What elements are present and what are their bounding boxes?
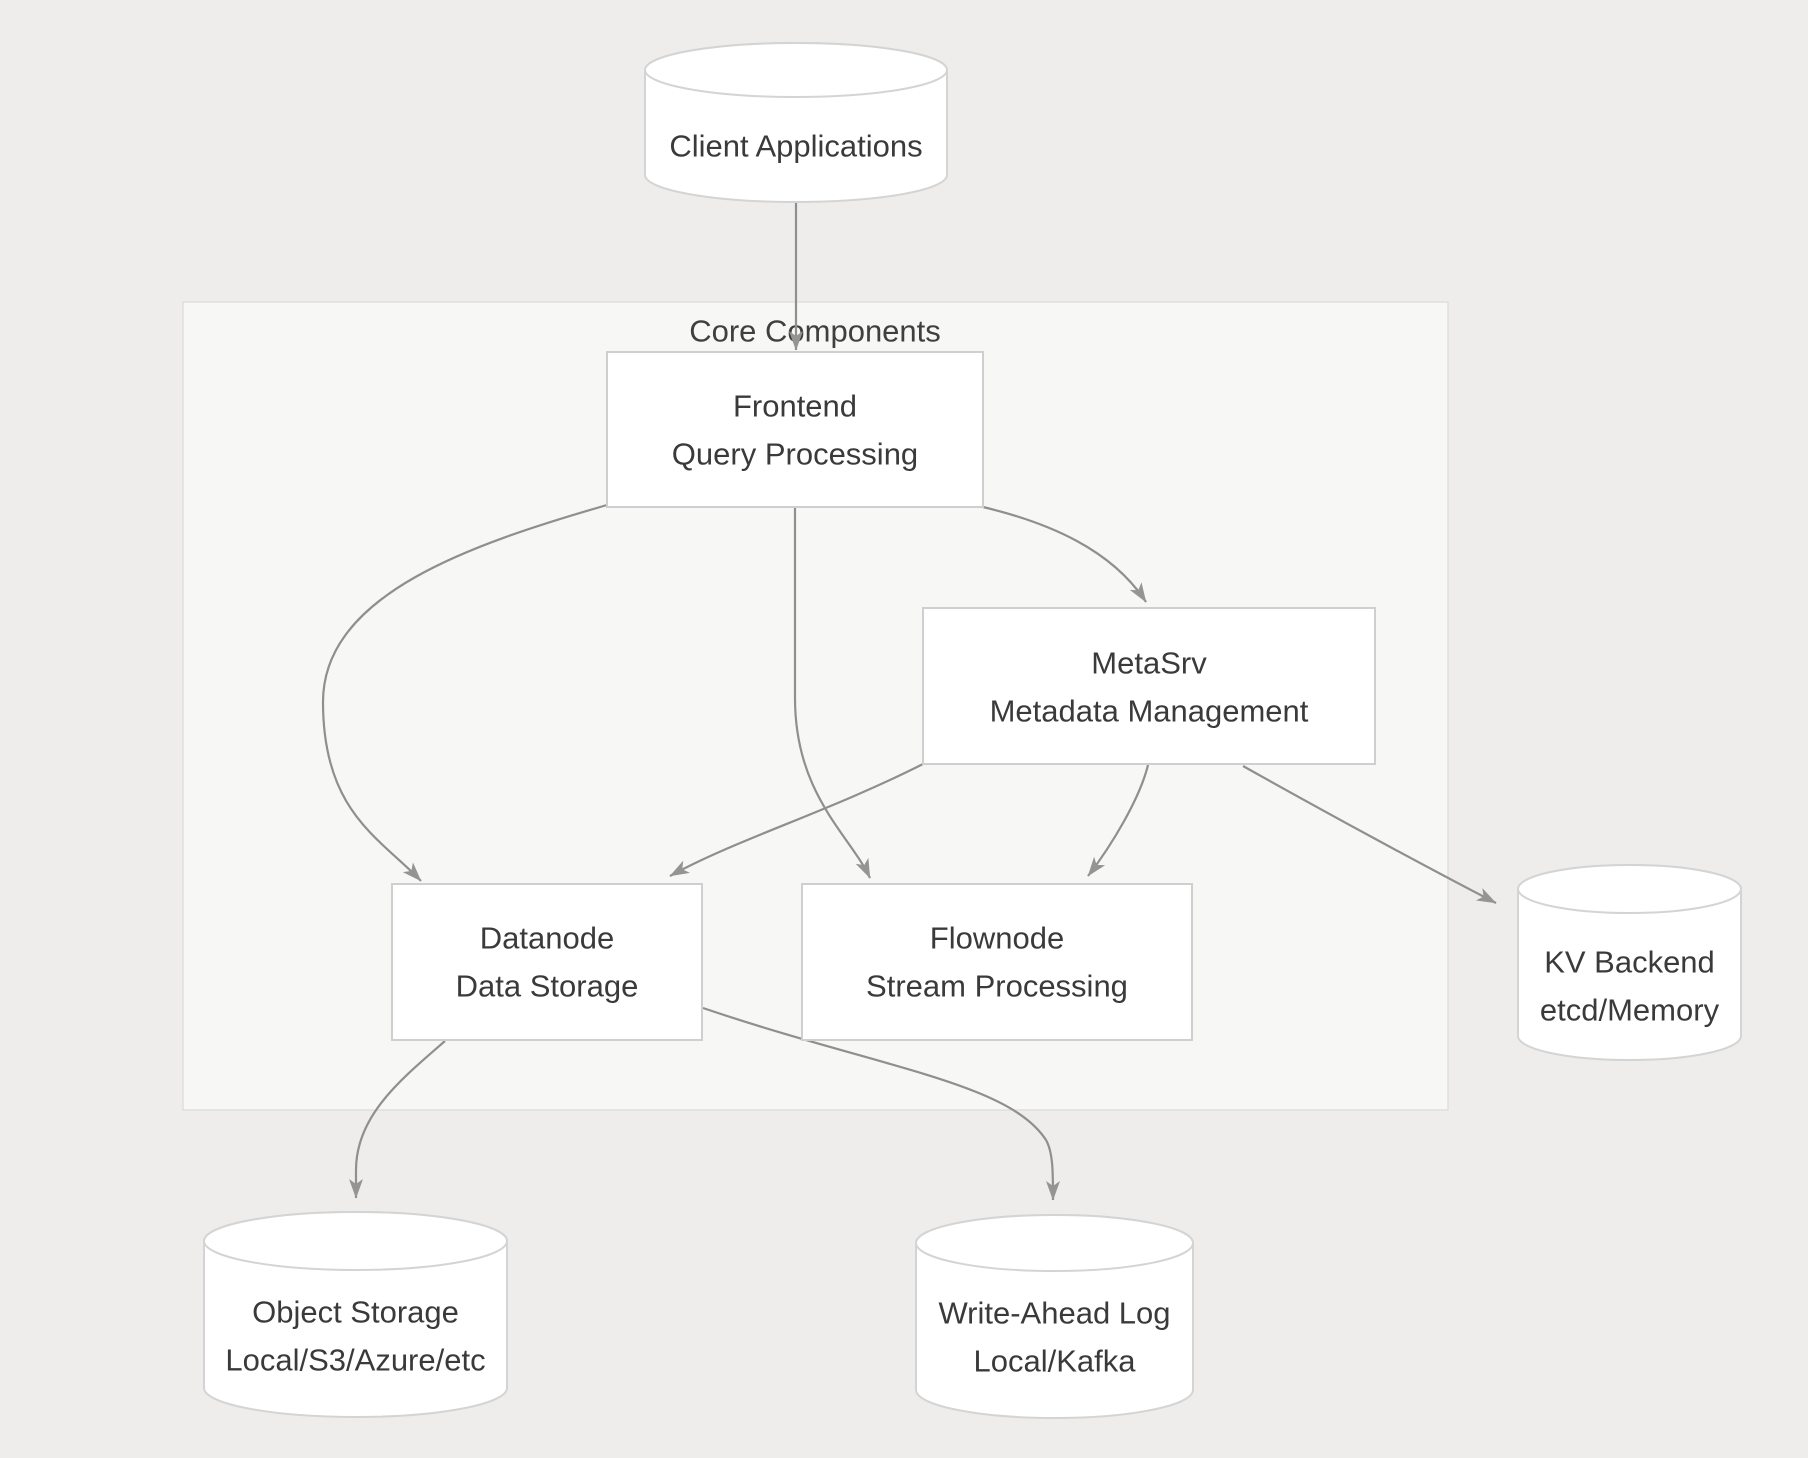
edge-frontend-datanode [321,503,608,882]
kv-backend-subtitle: etcd/Memory [1540,993,1720,1028]
kv-backend-title: KV Backend [1544,945,1715,980]
edge-metasrv-flownode [1087,764,1150,877]
wal-cylinder-top [915,1214,1194,1272]
node-write-ahead-log: Write-Ahead Log Local/Kafka [915,1214,1194,1419]
metasrv-title: MetaSrv [1091,646,1207,681]
edge-datanode-wal [702,1006,1060,1201]
wal-title: Write-Ahead Log [938,1296,1170,1331]
object-storage-cylinder-top [203,1211,508,1271]
node-object-storage: Object Storage Local/S3/Azure/etc [203,1211,508,1418]
wal-subtitle: Local/Kafka [974,1344,1137,1379]
frontend-subtitle: Query Processing [672,437,918,472]
metasrv-subtitle: Metadata Management [990,694,1309,729]
flownode-title: Flownode [930,921,1064,956]
node-datanode: Datanode Data Storage [391,883,703,1041]
edge-frontend-metasrv [982,505,1147,603]
edges [321,203,1497,1201]
frontend-box [606,351,984,508]
flownode-box [801,883,1193,1041]
node-flownode: Flownode Stream Processing [801,883,1193,1041]
edge-datanode-objectstorage [349,1040,446,1199]
client-cylinder-top [644,42,948,98]
edge-frontend-flownode [793,507,871,879]
metasrv-box [922,607,1376,765]
node-frontend: Frontend Query Processing [606,351,984,508]
edge-metasrv-datanode [669,763,924,877]
client-applications-label: Client Applications [669,129,922,164]
flownode-subtitle: Stream Processing [866,969,1128,1004]
frontend-title: Frontend [733,389,857,424]
datanode-title: Datanode [480,921,614,956]
node-kv-backend: KV Backend etcd/Memory [1517,864,1742,1061]
edge-metasrv-kvbackend [1242,765,1497,904]
object-storage-title: Object Storage [252,1295,459,1330]
object-storage-subtitle: Local/S3/Azure/etc [225,1343,485,1378]
datanode-box [391,883,703,1041]
node-metasrv: MetaSrv Metadata Management [922,607,1376,765]
node-client-applications: Client Applications [644,42,948,203]
kv-cylinder-top [1517,864,1742,914]
datanode-subtitle: Data Storage [456,969,639,1004]
core-components-label: Core Components [689,314,941,349]
